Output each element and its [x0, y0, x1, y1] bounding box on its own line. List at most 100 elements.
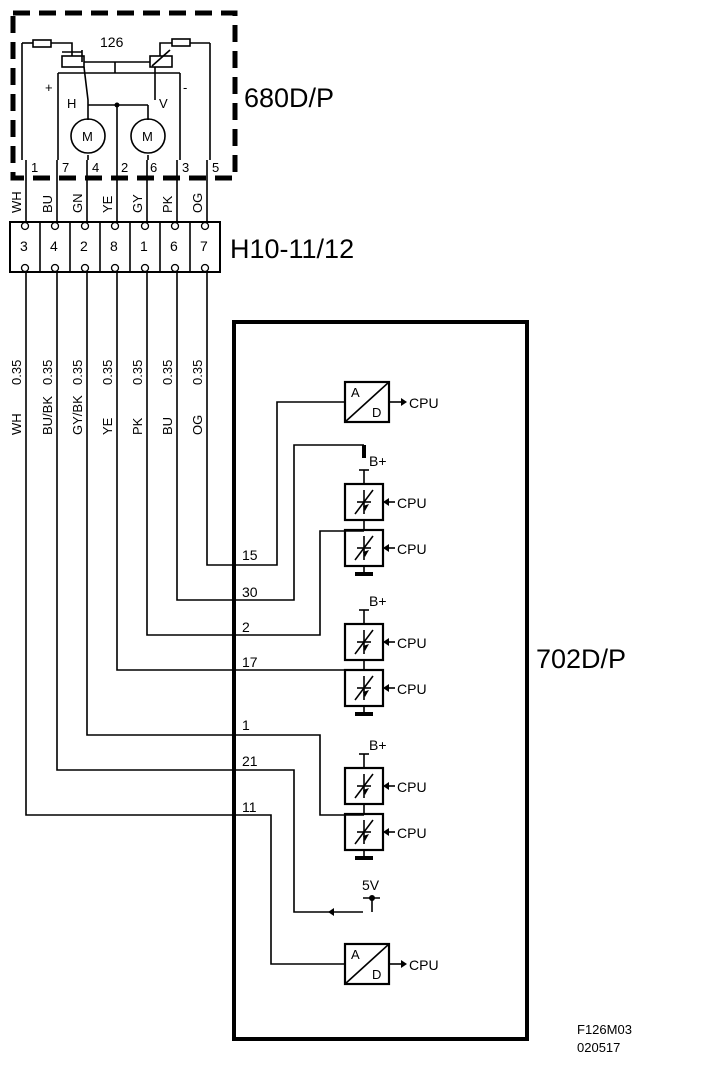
actuator-pin-6: 6 [150, 160, 157, 175]
pin21-route [235, 769, 363, 913]
motor-h-symbol: M [82, 129, 93, 144]
cpu-label: CPU [397, 635, 427, 651]
motor-v-symbol: M [142, 129, 153, 144]
connector-contact [170, 263, 180, 273]
figure-code: F126M03 [577, 1022, 632, 1037]
connector-label: H10-11/12 [230, 234, 354, 264]
connector-cells: 3 4 2 8 1 6 7 [20, 221, 210, 273]
connector-pin-7: 7 [200, 238, 208, 254]
wire-size-6: 0.35 [190, 360, 205, 385]
supply-label-c: B+ [369, 737, 387, 753]
connector-contact [110, 221, 120, 231]
wire-color-2: GY/BK [70, 395, 85, 435]
connector-pin-4: 4 [50, 238, 58, 254]
pin11-route [235, 814, 345, 965]
cpu-label: CPU [397, 779, 427, 795]
left-potentiometer [61, 55, 85, 68]
ecu-pin-21: 21 [242, 753, 258, 769]
wire-size-1: 0.35 [40, 360, 55, 385]
ad-a-label: A [351, 385, 360, 400]
harness-wire-5 [176, 272, 235, 601]
wire-color-4: PK [130, 417, 145, 435]
actuator-part-number: 126 [100, 34, 124, 50]
actuator-wire-color-4: GY [130, 194, 145, 213]
connector-contact [80, 221, 90, 231]
supply-label-b: B+ [369, 593, 387, 609]
wire-color-3: YE [100, 417, 115, 435]
actuator-wire-color-0: WH [9, 191, 24, 213]
harness-wire-2 [86, 272, 235, 736]
left-resistor [32, 39, 52, 48]
actuator-dashed-boundary [10, 10, 238, 181]
harness-wire-6 [206, 272, 235, 566]
ecu-pin-30: 30 [242, 584, 258, 600]
figure-date: 020517 [577, 1040, 620, 1055]
actuator-pin-2: 2 [121, 160, 128, 175]
connector-contact [140, 263, 150, 273]
actuator-wire-color-6: OG [190, 193, 205, 213]
actuator-pin-5: 5 [212, 160, 219, 175]
wire-size-5: 0.35 [160, 360, 175, 385]
connector-contact [20, 221, 30, 231]
wire-size-3: 0.35 [100, 360, 115, 385]
ad-a-label: A [351, 947, 360, 962]
actuator-wire-color-5: PK [160, 195, 175, 213]
connector-contact [170, 221, 180, 231]
connector-contact [50, 221, 60, 231]
ad-d-label: D [372, 405, 381, 420]
connector-pin-6: 6 [170, 238, 178, 254]
cpu-label: CPU [409, 957, 439, 973]
h-label: H [67, 96, 76, 111]
ecu-body [232, 320, 529, 1041]
actuator-pin-labels: 1 7 4 2 6 3 5 [31, 160, 219, 175]
actuator-wire-color-3: YE [100, 195, 115, 213]
connector-pin-8: 8 [110, 238, 118, 254]
connector-contact [200, 221, 210, 231]
harness-wire-1 [56, 272, 235, 771]
wire-color-0: WH [9, 413, 24, 435]
ecu-pin-11: 11 [242, 799, 257, 815]
actuator-label: 680D/P [244, 83, 334, 113]
actuator-pin-3: 3 [182, 160, 189, 175]
cpu-label: CPU [397, 495, 427, 511]
actuator-wire-color-1: BU [40, 195, 55, 213]
ecu-pin-2: 2 [242, 619, 250, 635]
cpu-label: CPU [409, 395, 439, 411]
minus-label: - [183, 80, 187, 95]
pin15-route [235, 401, 345, 566]
ecu-pin-17: 17 [242, 654, 258, 670]
actuator-pin-1: 1 [31, 160, 38, 175]
harness-wire-labels: WH0.35BU/BK0.35GY/BK0.35YE0.35PK0.35BU0.… [9, 360, 205, 435]
wire-size-0: 0.35 [9, 360, 24, 385]
motor-h [70, 118, 106, 154]
connector-pin-3: 3 [20, 238, 28, 254]
wire-color-5: BU [160, 417, 175, 435]
pin30-route [235, 444, 364, 601]
cpu-label: CPU [397, 825, 427, 841]
harness-wire-3 [116, 272, 235, 671]
harness-wires [25, 272, 235, 816]
actuator-wire-color-2: GN [70, 194, 85, 214]
actuator-680dp: 126 680D/P [9, 10, 334, 222]
actuator-pin-4: 4 [92, 160, 99, 175]
connector-pin-1: 1 [140, 238, 148, 254]
harness-wire-0 [25, 272, 235, 816]
right-resistor [171, 38, 191, 47]
ecu-pin-15: 15 [242, 547, 258, 563]
plus-label: + [45, 80, 53, 95]
connector-h10: 3 4 2 8 1 6 7 H10-11/12 [9, 221, 354, 273]
connector-pin-2: 2 [80, 238, 88, 254]
ad-d-label: D [372, 967, 381, 982]
cpu-label: CPU [397, 541, 427, 557]
motor-v [130, 118, 166, 154]
wire-color-6: OG [190, 415, 205, 435]
connector-contact [80, 263, 90, 273]
wire-size-2: 0.35 [70, 360, 85, 385]
actuator-pin-7: 7 [62, 160, 69, 175]
connector-contact [50, 263, 60, 273]
wire-size-4: 0.35 [130, 360, 145, 385]
sensor-supply-label: 5V [362, 877, 380, 893]
v-label: V [159, 96, 168, 111]
